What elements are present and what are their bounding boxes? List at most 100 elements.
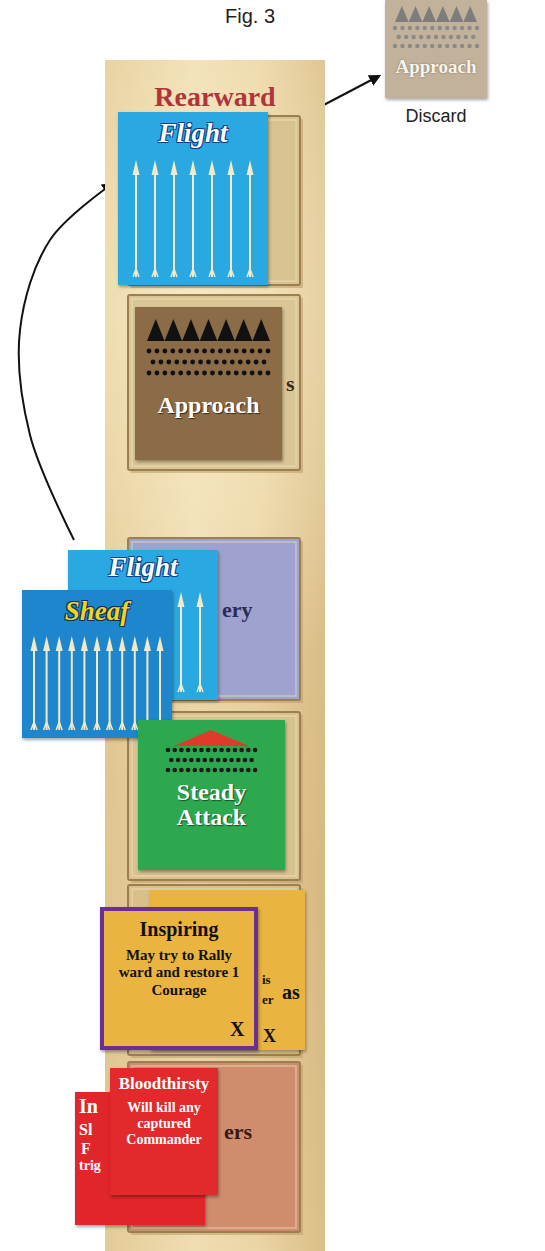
pile-caption: Discard (375, 106, 497, 128)
soldier-dot (198, 360, 203, 365)
spear-point (252, 319, 270, 341)
arrow-fletching (247, 269, 253, 277)
soldier-dot (236, 758, 241, 763)
soldier-dot (226, 371, 231, 376)
soldier-dot (464, 35, 468, 39)
card-title: Sheaf (22, 595, 172, 627)
soldier-dot (467, 44, 471, 48)
soldier-dot (438, 44, 442, 48)
soldier-dot (253, 768, 258, 773)
attack-card: Approach (135, 307, 282, 460)
soldier-dot (199, 768, 204, 773)
text-holder: Rearward (105, 80, 325, 114)
soldier-dot (449, 35, 453, 39)
text-holder: X (263, 1026, 276, 1048)
arrow-fletching (228, 269, 234, 277)
soldier-dot (230, 360, 235, 365)
track-slot (128, 295, 300, 470)
soldier-dot (400, 26, 404, 30)
soldier-dot (223, 758, 228, 763)
track-heading: Rearward (105, 80, 325, 114)
slot-inner-edge (132, 299, 296, 466)
slot-shadow (131, 298, 303, 473)
arrow-shaft (96, 648, 98, 730)
soldier-dot (189, 758, 194, 763)
soldier-dot (250, 349, 255, 354)
arrow-shaft (134, 648, 136, 730)
soldier-dot (192, 768, 197, 773)
arrow-shaft (173, 172, 175, 277)
soldier-dot (242, 349, 247, 354)
arrow-point (119, 636, 126, 651)
soldier-dot (243, 758, 248, 763)
arrow-shaft (192, 172, 194, 277)
text-holder: X (230, 1017, 244, 1041)
soldier-dot (258, 371, 263, 376)
arrow-point (106, 636, 113, 651)
card-body: May try to Rally ward and restore 1 Cour… (108, 947, 250, 999)
card-title: Flight (118, 117, 268, 149)
soldier-dot (186, 748, 191, 753)
soldier-dot (441, 35, 445, 39)
arrow-fletching (31, 722, 37, 730)
arrow-shaft (249, 172, 251, 277)
soldier-dot (246, 748, 251, 753)
arrow-point (157, 636, 164, 651)
soldier-dot (475, 26, 479, 30)
soldier-dot (196, 758, 201, 763)
soldier-dot (162, 349, 167, 354)
soldier-dot (159, 360, 164, 365)
soldier-dot (190, 360, 195, 365)
arrow-shaft (199, 604, 201, 692)
text-holder: In (79, 1094, 98, 1118)
soldier-dot (166, 360, 171, 365)
soldier-dot (216, 758, 221, 763)
soldier-dot (456, 35, 460, 39)
text-holder: Will kill any captured Commander (114, 1100, 214, 1148)
card-fragment: er (262, 992, 274, 1008)
arrow-point (131, 636, 138, 651)
soldier-dot (170, 349, 175, 354)
soldier-dot (166, 748, 171, 753)
arrow-fletching (44, 722, 50, 730)
arrow-point (43, 636, 50, 651)
soldier-dot (166, 768, 171, 773)
text-holder: Inspiring (104, 917, 254, 941)
arrow-point (197, 592, 204, 607)
soldier-dot (172, 748, 177, 753)
card-illustration (385, 0, 487, 98)
arrow-point (56, 636, 63, 651)
arrow-point (209, 160, 216, 175)
flow-arrow (19, 184, 112, 540)
trait-card: BloodthirstyWill kill any captured Comma… (110, 1068, 218, 1195)
spear-point (395, 6, 409, 22)
spear-point (200, 319, 218, 341)
spear-point (463, 6, 477, 22)
card-mark: X (230, 1017, 244, 1041)
text-holder: Approach (385, 56, 487, 79)
soldier-dot (206, 768, 211, 773)
soldier-dot (408, 26, 412, 30)
soldier-dot (182, 360, 187, 365)
card-fragment: F (81, 1139, 91, 1158)
title-holder: Fig. 3 (200, 4, 300, 28)
arrow-point (247, 160, 254, 175)
card-body: Will kill any captured Commander (114, 1100, 214, 1148)
spear-point (450, 6, 464, 22)
arrow-fletching (178, 684, 184, 692)
soldier-dot (445, 26, 449, 30)
roof-chevron (174, 730, 249, 746)
soldier-dot (266, 349, 271, 354)
text-holder: Sl (79, 1120, 92, 1139)
soldier-dot (194, 371, 199, 376)
soldier-dot (162, 371, 167, 376)
soldier-dot (186, 768, 191, 773)
text-holder: trig (79, 1158, 101, 1175)
arrow-fletching (132, 722, 138, 730)
soldier-dot (226, 768, 231, 773)
card-fragment: trig (79, 1158, 101, 1175)
spear-point (422, 6, 436, 22)
soldier-dot (471, 35, 475, 39)
soldier-dot (452, 26, 456, 30)
arrow-point (133, 160, 140, 175)
